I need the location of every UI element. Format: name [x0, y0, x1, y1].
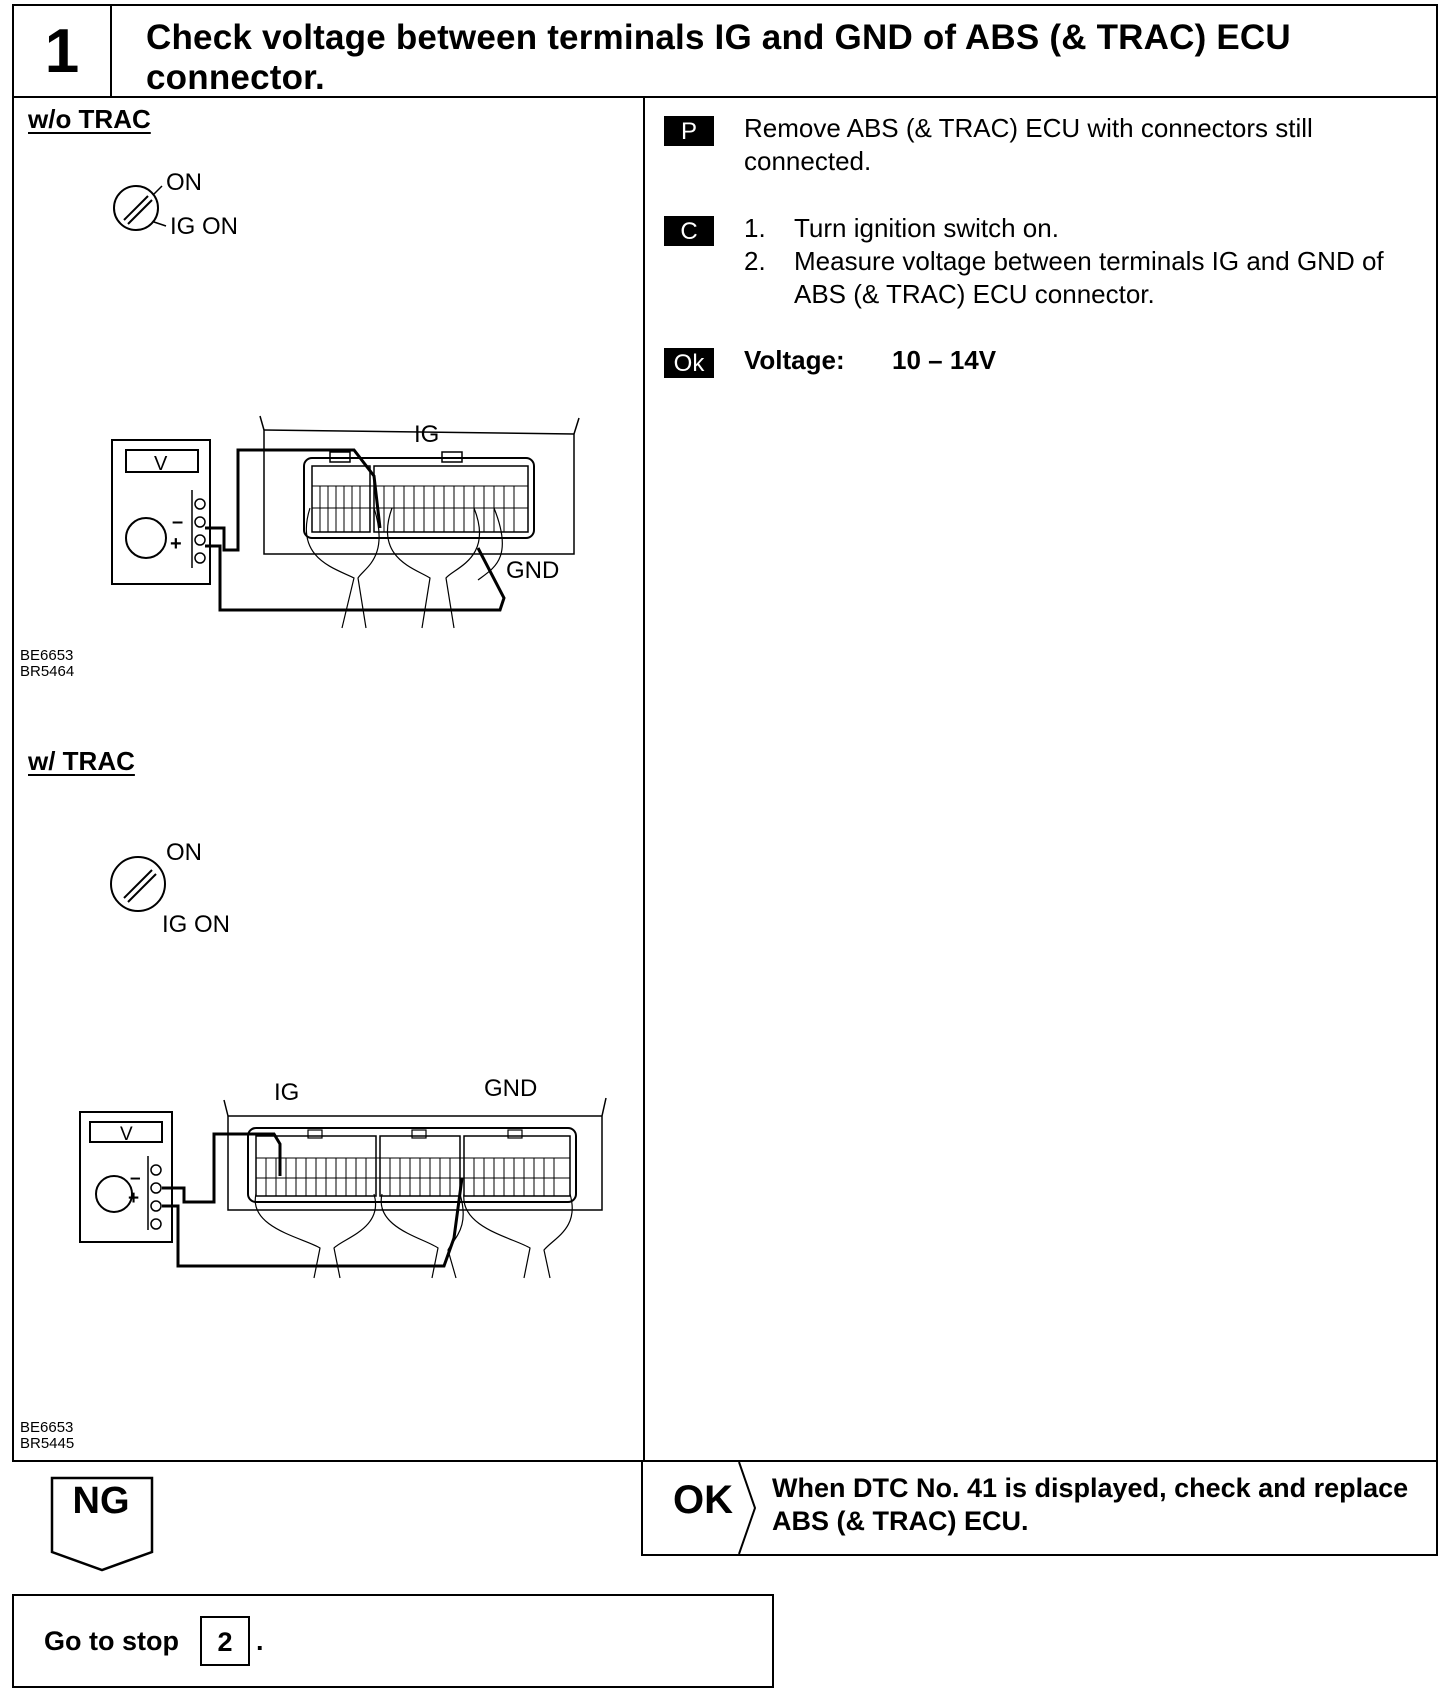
- ignition-switch-icon: [113, 185, 167, 231]
- diagram-without-trac: ON IG ON V – +: [111, 169, 580, 629]
- meter-minus-label: –: [130, 1168, 141, 1189]
- terminal-ig-label: IG: [274, 1079, 299, 1106]
- step-header: 1 Check voltage between terminals IG and…: [12, 4, 1438, 98]
- terminal-ig-label: IG: [414, 421, 439, 448]
- meter-minus-label: –: [172, 511, 183, 533]
- prep-text: Remove ABS (& TRAC) ECU with connectors …: [744, 113, 1313, 176]
- ok-arrow-icon: [738, 1462, 757, 1554]
- ok-result-text: When DTC No. 41 is displayed, check and …: [772, 1473, 1409, 1536]
- column-divider: [643, 98, 645, 1462]
- voltmeter-icon: [79, 1111, 173, 1243]
- meter-plus-label: +: [170, 533, 182, 555]
- prep-tag: P: [664, 116, 714, 146]
- ecu-connector-illustration: [205, 415, 580, 629]
- ng-arrow-icon: [50, 1476, 154, 1572]
- meter-v-label: V: [120, 1124, 133, 1145]
- ok-result-box: OK When DTC No. 41 is displayed, check a…: [641, 1460, 1438, 1556]
- ok-spec-label: Voltage:: [744, 345, 845, 375]
- figure-code-list: BE6653 BR5445: [20, 1420, 74, 1452]
- voltmeter-icon: [111, 439, 211, 585]
- goto-step-box: Go to stop 2 .: [12, 1594, 774, 1688]
- ok-label: OK: [673, 1478, 733, 1522]
- ecu-connector-illustration: [162, 1097, 607, 1279]
- switch-ig-on-label: IG ON: [170, 213, 238, 240]
- figure-code-list: BE6653 BR5464: [20, 648, 74, 680]
- goto-step-number[interactable]: 2: [200, 1616, 250, 1666]
- terminal-gnd-label: GND: [506, 557, 559, 584]
- ok-spec-tag: Ok: [664, 348, 714, 378]
- check-item-text: Turn ignition switch on.: [794, 213, 1059, 243]
- ok-spec-value: 10 – 14V: [892, 345, 997, 375]
- step-number: 1: [14, 6, 112, 96]
- switch-on-label: ON: [166, 169, 202, 196]
- terminal-gnd-label: GND: [484, 1075, 537, 1102]
- figure-code: BR5464: [20, 663, 75, 680]
- check-item-number: 2.: [744, 246, 766, 276]
- figure-label-without-trac: w/o TRAC: [28, 104, 151, 134]
- main-panel: w/o TRAC ON IG ON V – +: [12, 96, 1438, 1462]
- figure-code: BE6653: [20, 1419, 74, 1436]
- ignition-switch-icon: [110, 856, 166, 912]
- figure-code: BE6653: [20, 647, 74, 664]
- figure-label-with-trac: w/ TRAC: [28, 746, 135, 776]
- check-item-text: Measure voltage between terminals IG and…: [794, 246, 1384, 309]
- check-item-number: 1.: [744, 213, 766, 243]
- switch-on-label: ON: [166, 839, 202, 866]
- meter-plus-label: +: [128, 1188, 139, 1209]
- meter-v-label: V: [154, 453, 168, 475]
- goto-suffix: .: [256, 1626, 264, 1656]
- step-title: Check voltage between terminals IG and G…: [146, 18, 1291, 97]
- figure-code: BR5445: [20, 1435, 75, 1452]
- switch-ig-on-label: IG ON: [162, 911, 230, 938]
- check-tag: C: [664, 216, 714, 246]
- diagram-with-trac: ON IG ON V – +: [79, 839, 607, 1279]
- goto-text: Go to stop: [44, 1626, 179, 1656]
- ng-label: NG: [72, 1480, 130, 1522]
